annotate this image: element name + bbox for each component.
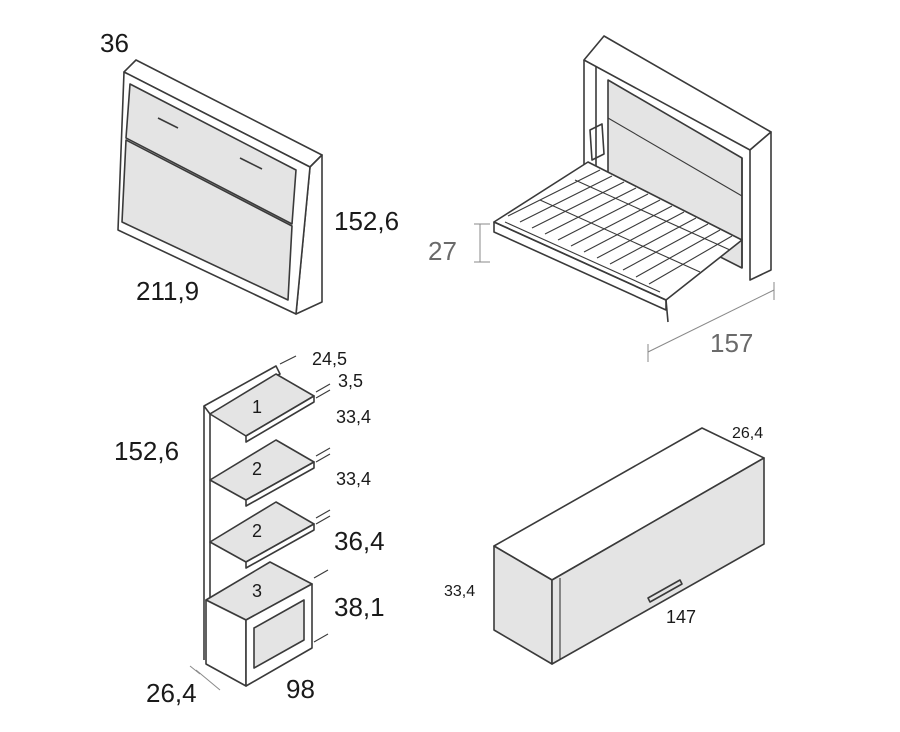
shelf-unit-depth-label: 26,4	[146, 678, 197, 708]
cabinet-width-label: 147	[666, 607, 697, 627]
shelf-thickness-label: 3,5	[338, 371, 364, 391]
shelf-spacing-2-label: 33,4	[336, 469, 372, 489]
shelf-number-4: 3	[252, 581, 263, 601]
closed-bed-width-label: 211,9	[136, 276, 200, 306]
bed-slats	[504, 169, 733, 293]
cabinet-height-label: 33,4	[444, 583, 476, 600]
handle-icon	[647, 579, 683, 603]
shelf-number-2: 2	[252, 459, 263, 479]
open-bed-leg-height-label: 27	[428, 236, 457, 266]
shelf-spacing-3-label: 36,4	[334, 526, 385, 556]
cabinet-depth-label: 26,4	[732, 425, 764, 442]
handle-icon	[157, 117, 179, 129]
shelf-unit-width-label: 98	[286, 674, 315, 704]
shelf-unit	[189, 355, 331, 691]
wall-cabinet	[493, 427, 765, 665]
closed-wall-bed	[117, 59, 323, 315]
shelf-unit-height-label: 152,6	[114, 436, 180, 466]
shelf-number-1: 1	[252, 397, 263, 417]
closed-bed-height-label: 152,6	[334, 206, 400, 236]
shelf-spacing-1-label: 33,4	[336, 407, 372, 427]
handle-icon	[239, 157, 263, 170]
shelf-number-3: 2	[252, 521, 263, 541]
open-bed-length-label: 157	[710, 328, 754, 358]
shelf-top-depth-label: 24,5	[312, 349, 348, 369]
closed-bed-depth-label: 36	[100, 28, 129, 58]
shelf-spacing-4-label: 38,1	[334, 592, 385, 622]
open-wall-bed	[474, 35, 775, 362]
